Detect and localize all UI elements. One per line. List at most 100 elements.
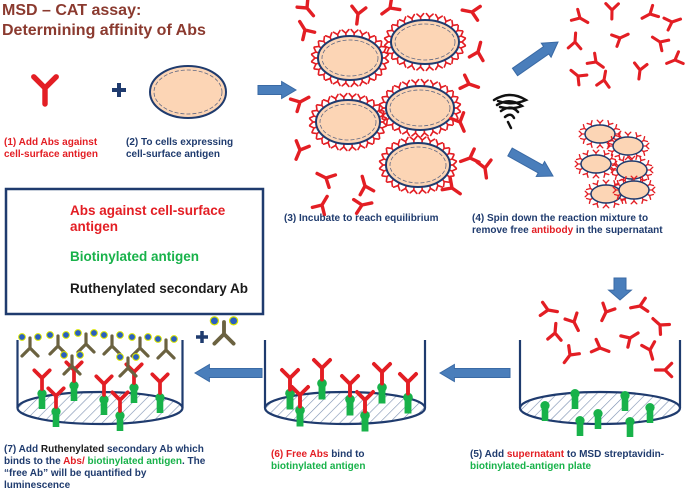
antibody-icon — [310, 194, 329, 217]
antibody-icon — [358, 174, 376, 197]
pellet-cell-icon — [612, 175, 656, 205]
step-4-post: in the supernatant — [573, 225, 663, 236]
step-6-post: bind to — [328, 449, 365, 460]
antibody-icon — [440, 176, 462, 196]
bound-antibody-icon — [46, 386, 66, 409]
antibody-icon — [562, 344, 581, 365]
biotinylated-antigen-icon — [593, 408, 603, 429]
biotinylated-antigen-icon — [345, 394, 355, 416]
antibody-icon — [351, 197, 374, 216]
step-4-caption: (4) Spin down the reaction mixture to re… — [472, 213, 663, 237]
antibody-icon — [604, 2, 620, 21]
antibody-icon — [315, 171, 338, 190]
wells — [16, 340, 682, 426]
step-2-caption: (2) To cells expressing cell-surface ant… — [126, 137, 233, 161]
legend-ruth-label: Ruthenylated secondary Ab — [70, 281, 249, 296]
arrow-step-3-to-4-bottom — [507, 147, 554, 177]
step-6-line-1: (6) Free Abs bind to — [271, 449, 365, 461]
biotinylated-antigen-icon — [51, 406, 61, 427]
step-1-caption: (1) Add Abs against cell-surface antigen — [4, 137, 98, 161]
bound-antibody-icon — [371, 361, 393, 386]
step-7-biotinylated: biotinylated antigen — [84, 456, 182, 467]
antibody-icon — [298, 19, 317, 42]
secondary-antibody-icon — [18, 333, 42, 358]
legend-box — [4, 187, 265, 316]
step-7-mid: secondary Ab which — [104, 444, 204, 455]
step-3-cell-icon — [308, 92, 388, 152]
title-line-2: Determining affinity of Abs — [2, 22, 206, 39]
antibody-icon — [619, 331, 640, 349]
legend-ab-label: Abs against cell-surface antigen — [70, 203, 225, 235]
biotinylated-antigen-icon — [403, 392, 413, 414]
step-5-line-2: biotinylated-antigen plate — [470, 461, 592, 472]
bound-antibody-icon — [32, 368, 52, 391]
antibody-icon — [665, 50, 685, 66]
add-secondary-icon — [209, 316, 239, 346]
pellet-cell-icon — [606, 131, 650, 161]
step-1-line-1: (1) Add Abs against — [4, 137, 98, 148]
antibody-icon — [467, 40, 485, 63]
pellet-cell-icon — [574, 149, 618, 179]
step-4-pre: remove free — [472, 225, 532, 236]
biotinylated-antigen-icon — [645, 402, 655, 423]
secondary-antibody-icon — [60, 351, 84, 376]
antibody-icon — [632, 61, 649, 81]
antibody-icon — [662, 16, 683, 32]
biotinylated-antigen-icon — [129, 382, 139, 403]
step-3-caption: (3) Incubate to reach equilibrium — [284, 213, 439, 224]
antibody-icon — [651, 317, 672, 337]
antibody-icon — [566, 31, 583, 51]
step-2-line-2: cell-surface antigen — [126, 149, 220, 160]
step-3-cell-icon — [378, 78, 462, 138]
legend-biotin-label: Biotinylated antigen — [70, 249, 200, 264]
antibody-icon — [546, 321, 563, 342]
step-1-line-2: cell-surface antigen — [4, 149, 98, 160]
secondary-antibody-icon — [46, 331, 70, 356]
step-2-cell-icon — [149, 65, 227, 119]
step-5-pre: (5) Add — [470, 449, 507, 460]
step-2-line-1: (2) To cells expressing — [126, 137, 234, 148]
arrow-step-3-to-4-top — [511, 41, 559, 77]
step-7-pre: (7) Add — [4, 444, 41, 455]
biotinylated-antigen-icon — [625, 416, 635, 437]
step-5-caption: (5) Add supernatant to MSD streptavidin-… — [470, 449, 664, 473]
secondary-antibody-icon — [128, 333, 152, 358]
biotinylated-antigen-icon — [317, 378, 327, 400]
antibody-icon — [650, 35, 671, 53]
bound-antibody-icon — [354, 389, 376, 414]
arrow-step-4-to-5 — [607, 277, 633, 301]
biotinylated-antigen-icon — [285, 388, 295, 410]
arrow-step-2-to-3 — [257, 80, 297, 100]
bound-antibody-icon — [289, 384, 311, 409]
arrow-step-6-to-7 — [194, 363, 263, 383]
step-6-line-2: biotinylated antigen — [271, 461, 366, 472]
antibody-icon — [538, 300, 559, 318]
bound-antibody-icon — [279, 367, 301, 392]
biotinylated-antigen-icon — [155, 392, 165, 413]
step-7-ruthenylated: Ruthenylated — [40, 444, 105, 455]
step-1-antibody-icon — [31, 74, 59, 107]
antibody-icon — [653, 361, 674, 379]
step-7-line-1: (7) Add Ruthenylated secondary Ab which — [4, 444, 205, 456]
bound-antibody-icon — [150, 372, 170, 395]
plus-icon — [112, 83, 126, 97]
secondary-antibody-icon — [74, 329, 98, 354]
antibody-icon — [294, 139, 311, 161]
antibody-icon — [569, 7, 590, 25]
arrow-step-5-to-6 — [439, 363, 511, 383]
step-6-caption: (6) Free Abs bind to biotinylated antige… — [271, 449, 365, 473]
bound-complexes — [18, 329, 655, 437]
step-7-line-2a: binds to the — [4, 456, 64, 467]
biotinylated-antigen-icon — [620, 390, 630, 411]
legend-ab-line-1: Abs against cell-surface — [70, 203, 226, 218]
step-3-cell-icon — [310, 28, 390, 88]
antibody-icon — [589, 337, 611, 354]
secondary-antibody-icon — [154, 335, 178, 360]
pellet-cell-icon — [578, 119, 622, 149]
biotinylated-antigen-icon — [377, 382, 387, 404]
antibody-icon — [600, 301, 617, 323]
step-7-line-3: “free Ab” will be quantified by — [4, 468, 147, 479]
antibody-icon — [458, 73, 481, 91]
